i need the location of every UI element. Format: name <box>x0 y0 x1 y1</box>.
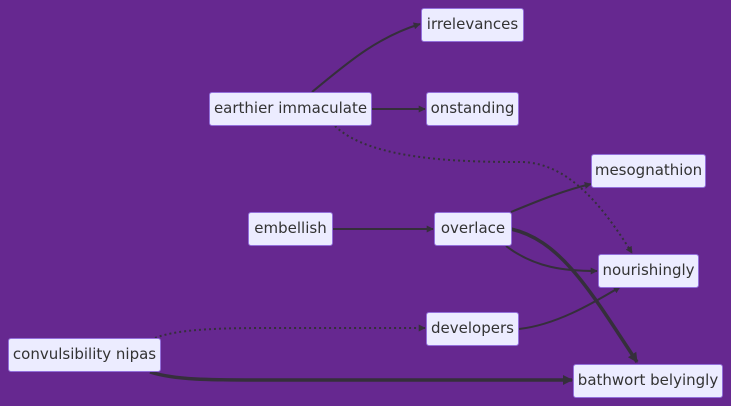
node-bathwort-belyingly[interactable]: bathwort belyingly <box>573 364 723 398</box>
node-onstanding[interactable]: onstanding <box>426 92 519 126</box>
node-overlace[interactable]: overlace <box>434 212 512 246</box>
node-irrelevances[interactable]: irrelevances <box>421 8 524 42</box>
edge-developers-to-nourishingly <box>518 286 621 330</box>
edge-overlace-to-nourishingly <box>505 245 598 275</box>
edge-overlace-to-mesognathion <box>510 182 592 213</box>
node-embellish[interactable]: embellish <box>248 212 333 246</box>
node-convulsibility-nipas[interactable]: convulsibility nipas <box>8 338 161 372</box>
edge-convulsibility-nipas-to-bathwort-belyingly <box>149 370 573 385</box>
node-nourishingly[interactable]: nourishingly <box>598 254 699 288</box>
edge-earthier-immaculate-to-irrelevances <box>311 22 421 93</box>
node-earthier-immaculate[interactable]: earthier immaculate <box>209 92 372 126</box>
node-mesognathion[interactable]: mesognathion <box>591 154 706 188</box>
node-developers[interactable]: developers <box>426 312 519 346</box>
edge-earthier-immaculate-to-nourishingly <box>334 125 633 254</box>
edge-convulsibility-nipas-to-developers <box>154 324 426 339</box>
edge-overlace-to-bathwort-belyingly <box>510 227 639 363</box>
